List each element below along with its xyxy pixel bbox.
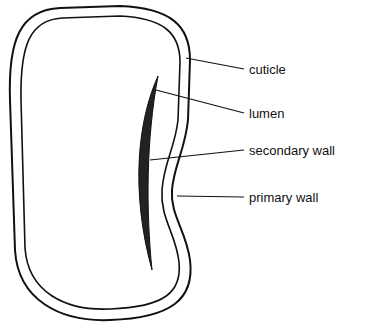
- leader-lines: [150, 58, 244, 197]
- part-label: lumen: [248, 106, 285, 121]
- cuticle-outline: [10, 6, 191, 320]
- lumen-shape: [139, 76, 158, 270]
- part-label: primary wall: [248, 190, 319, 205]
- primary-wall-outline: [21, 16, 180, 309]
- part-label: cuticle: [248, 62, 287, 77]
- part-label: secondary wall: [248, 143, 336, 158]
